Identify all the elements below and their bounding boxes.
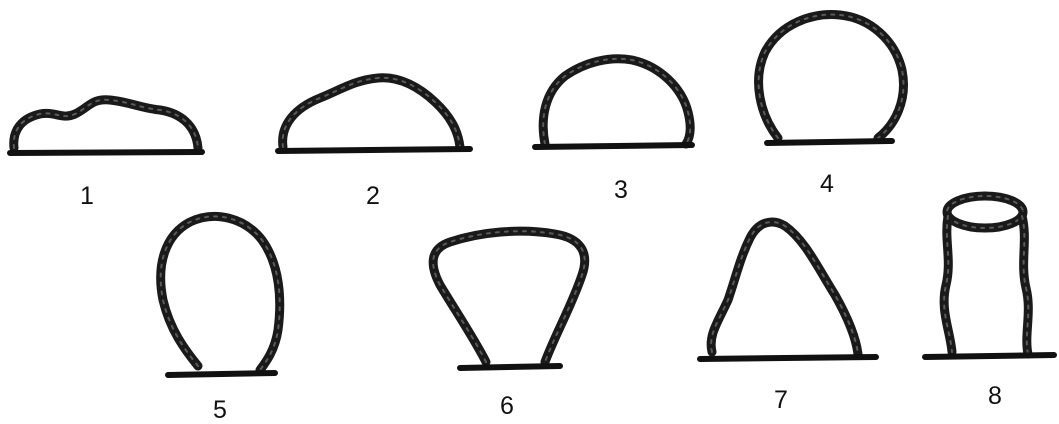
- wire-loop-5: [161, 216, 280, 375]
- shape-label-5: 5: [205, 398, 235, 423]
- wire-loop-2: [278, 78, 470, 151]
- shape-label-6: 6: [492, 394, 522, 419]
- shape-label-2: 2: [358, 184, 388, 209]
- wire-loop-4: [759, 15, 904, 143]
- shape-label-7: 7: [766, 388, 796, 413]
- shape-label-1: 1: [72, 184, 102, 209]
- wire-loop-1: [10, 100, 202, 153]
- wire-loop-6: [433, 231, 585, 368]
- wire-loop-8: [925, 196, 1054, 357]
- wire-loop-3: [535, 59, 692, 147]
- shape-label-4: 4: [812, 172, 842, 197]
- shape-label-8: 8: [980, 384, 1010, 409]
- shape-label-3: 3: [606, 178, 636, 203]
- wire-loop-7: [700, 222, 876, 359]
